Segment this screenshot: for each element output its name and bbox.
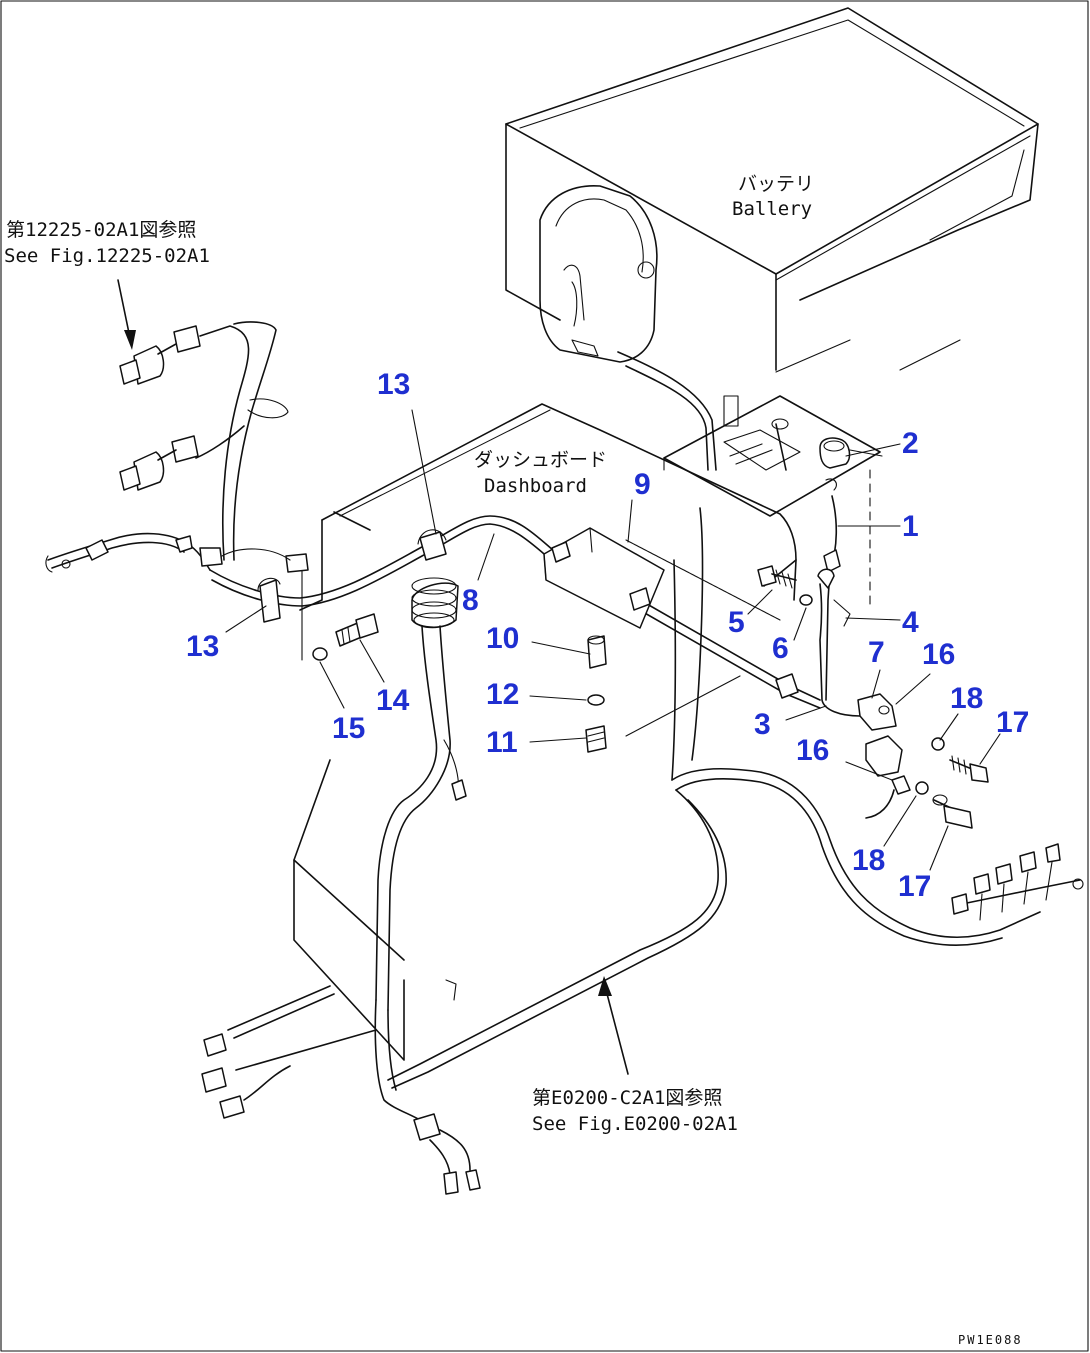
callout-14: 14 bbox=[376, 684, 410, 717]
callout-3: 3 bbox=[754, 708, 771, 741]
callout-13-left: 13 bbox=[186, 630, 219, 663]
callout-11: 11 bbox=[486, 726, 518, 759]
switch-panel bbox=[663, 395, 883, 609]
ref-top-en: See Fig.12225-02A1 bbox=[4, 245, 210, 267]
callout-16-bottom: 16 bbox=[796, 734, 829, 767]
ref-bottom-en: See Fig.E0200-02A1 bbox=[532, 1113, 738, 1135]
wiring-harness bbox=[45, 279, 1084, 1195]
text-labels: バッテリ Ballery ダッシュボード Dashboard 第12225-02… bbox=[4, 173, 1023, 1347]
dashboard bbox=[293, 403, 797, 1061]
drawing-code: PW1E088 bbox=[958, 1333, 1023, 1347]
callout-7: 7 bbox=[868, 636, 885, 669]
callout-17-bottom: 17 bbox=[898, 870, 931, 903]
ref-top-jp: 第12225-02A1図参照 bbox=[6, 219, 196, 241]
callout-9: 9 bbox=[634, 468, 651, 501]
callout-12: 12 bbox=[486, 678, 519, 711]
callout-13-top: 13 bbox=[377, 368, 410, 401]
dashboard-label-en: Dashboard bbox=[484, 475, 587, 497]
leader-lines bbox=[225, 409, 1001, 871]
callout-4: 4 bbox=[902, 606, 919, 639]
callout-6: 6 bbox=[772, 632, 789, 665]
callout-10: 10 bbox=[486, 622, 519, 655]
callout-18-bottom: 18 bbox=[852, 844, 885, 877]
callout-18-top: 18 bbox=[950, 682, 983, 715]
callout-17-top: 17 bbox=[996, 706, 1029, 739]
dashboard-label-jp: ダッシュボード bbox=[474, 449, 607, 471]
callout-15: 15 bbox=[332, 712, 365, 745]
callout-numbers: 2 1 9 13 8 4 5 6 7 16 13 10 14 12 18 17 … bbox=[186, 368, 1029, 903]
battery-label-en: Ballery bbox=[732, 198, 812, 220]
callout-1: 1 bbox=[902, 510, 919, 543]
callout-2: 2 bbox=[902, 427, 919, 460]
callout-5: 5 bbox=[728, 606, 745, 639]
ref-bottom-jp: 第E0200-C2A1図参照 bbox=[532, 1087, 722, 1109]
battery-box bbox=[505, 7, 1039, 471]
battery-label-jp: バッテリ bbox=[738, 173, 814, 195]
callout-8: 8 bbox=[462, 584, 479, 617]
callout-16-top: 16 bbox=[922, 638, 955, 671]
hardware-parts bbox=[312, 495, 989, 829]
